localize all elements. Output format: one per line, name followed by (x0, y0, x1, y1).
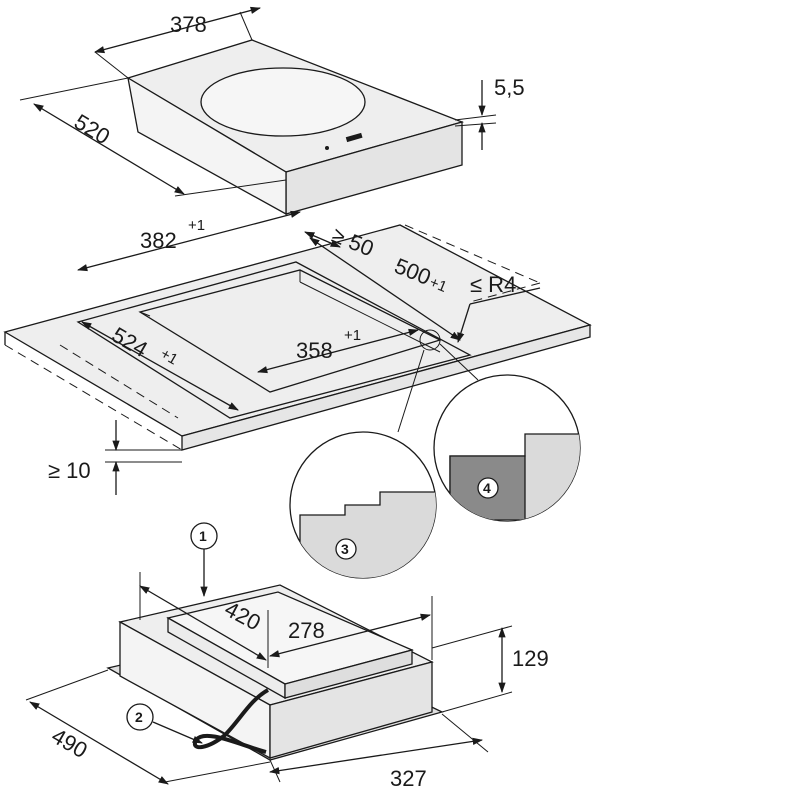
hob-height-dimension: 5,5 (454, 75, 525, 150)
hob-unit (106, 584, 444, 761)
hob-height-label: 5,5 (494, 75, 525, 100)
cutout-outer-depth-tol: +1 (427, 274, 449, 296)
power-cable (192, 688, 270, 754)
unit-height-dimension: 129 (431, 625, 549, 713)
hob-depth-label: 520 (70, 109, 114, 149)
indicator-dot (325, 146, 329, 150)
cutout-outer-width-label: 382 (140, 228, 177, 253)
callout-3-label: 3 (341, 541, 349, 557)
unit-top-width-dimension: 278 (268, 596, 433, 660)
cutout-outer-width-tol: +1 (188, 217, 205, 234)
unit-width-dimension: 327 (268, 713, 489, 791)
cutout-inner-width-label: 358 (296, 338, 333, 363)
corner-radius-label: ≤ R4 (470, 272, 516, 297)
control-sensor (345, 132, 363, 143)
worktop-front-edge (181, 324, 591, 451)
detail-marker-circle (419, 329, 441, 351)
hob-width-dimension: 378 (93, 6, 262, 79)
callout-1-label: 1 (199, 528, 207, 544)
unit-width-label: 327 (390, 766, 427, 791)
leader-to-detail-4 (439, 343, 479, 381)
callout-2-label: 2 (135, 709, 143, 725)
unit-plate-front (284, 649, 413, 699)
worktop-min-thickness-dimension: ≥ 10 (48, 420, 182, 495)
callout-1: 1 (190, 522, 218, 598)
leader-to-detail-3 (397, 349, 425, 433)
detail-circle-4: 4 (433, 374, 581, 522)
cutout-inner-depth-tol: +1 (157, 345, 180, 368)
detail-circle-3: 3 (289, 431, 437, 579)
cooking-zone (200, 67, 366, 137)
callout-4-label: 4 (483, 480, 491, 496)
hob-panel (126, 39, 465, 216)
unit-top-width-label: 278 (288, 618, 325, 643)
hob-width-label: 378 (170, 12, 207, 37)
corner-radius-dimension: ≤ R4 (457, 272, 541, 343)
cutout-inner-width-tol: +1 (344, 327, 361, 344)
cutout-outer-width-dimension: 382 +1 (76, 210, 302, 272)
cutout-inner-width-dimension: 358 +1 (256, 327, 420, 374)
worktop-min-thickness-label: ≥ 10 (48, 458, 91, 483)
unit-depth-label: 490 (47, 723, 91, 763)
unit-height-label: 129 (512, 646, 549, 671)
